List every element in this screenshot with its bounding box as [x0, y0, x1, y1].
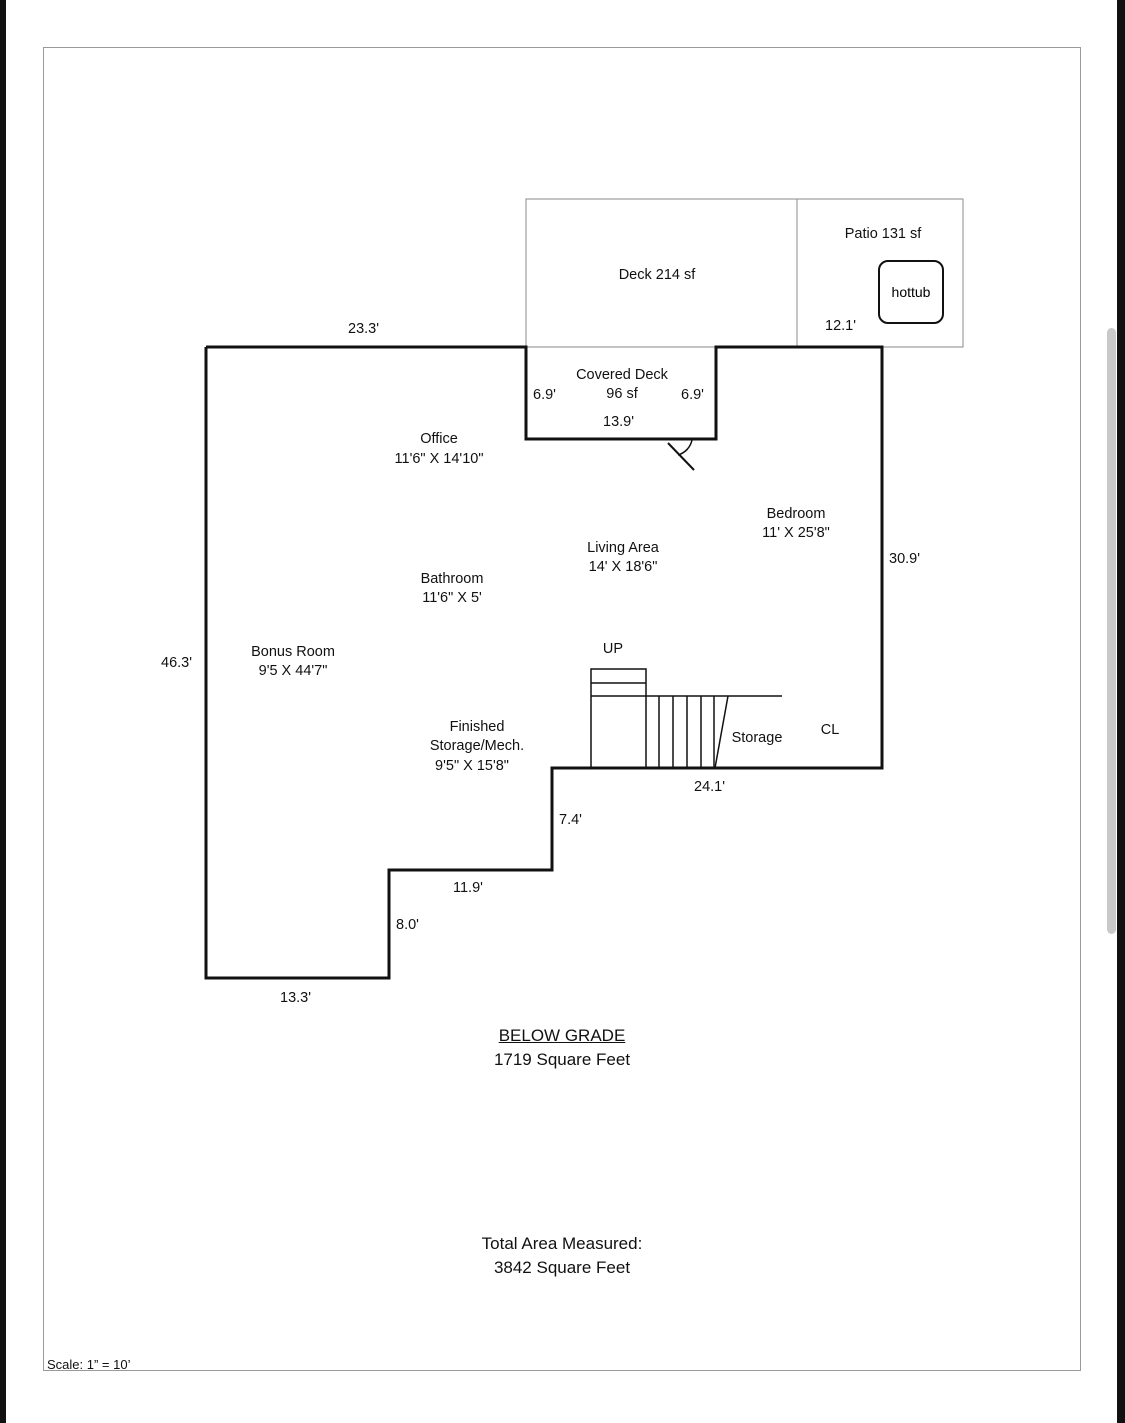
dim-deck-left: 6.9' — [533, 387, 556, 403]
below-grade-area: 1719 Square Feet — [493, 1050, 631, 1069]
dim-deck-right: 6.9' — [681, 387, 704, 403]
scale-note: Scale: 1” = 10’ — [47, 1357, 131, 1372]
dim-top-left: 23.3' — [348, 321, 379, 337]
bathroom-label: Bathroom — [420, 571, 484, 587]
bedroom-size: 11' X 25'8" — [762, 525, 830, 541]
exterior-wall — [204, 345, 884, 980]
dim-right: 30.9' — [889, 551, 920, 567]
closet-label: CL — [820, 722, 840, 738]
office-label: Office — [420, 431, 458, 447]
covered-deck-label: Covered Deck — [576, 367, 668, 383]
bedroom-label: Bedroom — [766, 506, 826, 522]
stairs-up-label: UP — [602, 641, 624, 657]
dim-step-bottom: 24.1' — [694, 779, 725, 795]
patio-label: Patio 131 sf — [844, 226, 922, 242]
bonus-room-label: Bonus Room — [251, 644, 335, 660]
total-area-title: Total Area Measured: — [481, 1234, 643, 1253]
finished-storage-label-1: Finished — [449, 719, 505, 735]
below-grade-title: BELOW GRADE — [498, 1026, 626, 1045]
hottub-label: hottub — [891, 284, 931, 300]
stair-landing — [590, 668, 647, 769]
dim-step-small: 8.0' — [396, 917, 419, 933]
dim-left: 46.3' — [161, 655, 192, 671]
hottub: hottub — [878, 260, 944, 324]
storage-label: Storage — [731, 730, 783, 746]
right-edge-bar — [1117, 0, 1125, 1423]
deck-label: Deck 214 sf — [618, 267, 696, 283]
office-size: 11'6" X 14'10" — [394, 451, 484, 467]
covered-deck-area: 96 sf — [606, 386, 638, 402]
bathroom-size: 11'6" X 5' — [422, 590, 482, 606]
door-leaf — [667, 442, 695, 471]
total-area-value: 3842 Square Feet — [493, 1258, 631, 1277]
living-area-size: 14' X 18'6" — [588, 559, 658, 575]
dim-deck-bottom: 13.9' — [603, 414, 634, 430]
floor-plan-page — [43, 47, 1081, 1371]
left-edge-bar — [0, 0, 6, 1423]
finished-storage-label-2: Storage/Mech. — [429, 738, 525, 754]
finished-storage-size: 9'5" X 15'8" — [435, 758, 509, 774]
scrollbar-thumb[interactable] — [1107, 328, 1116, 934]
storage-wall — [714, 695, 729, 769]
dim-bottom: 13.3' — [280, 990, 311, 1006]
bonus-room-size: 9'5 X 44'7" — [258, 663, 328, 679]
dim-top-right: 12.1' — [825, 318, 856, 334]
living-area-label: Living Area — [587, 540, 659, 556]
dim-step-mid: 11.9' — [453, 880, 483, 896]
dim-step-vert: 7.4' — [559, 812, 582, 828]
door-swing-arc — [677, 439, 693, 456]
